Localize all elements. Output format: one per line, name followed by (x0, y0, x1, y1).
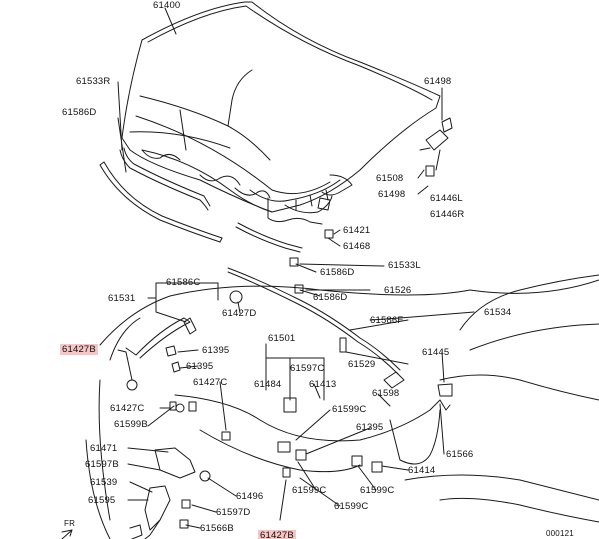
label-61529[interactable]: 61529 (348, 359, 376, 370)
label-61413[interactable]: 61413 (309, 379, 337, 390)
label-61395-b[interactable]: 61395 (186, 361, 214, 372)
label-61508[interactable]: 61508 (376, 173, 404, 184)
label-61501[interactable]: 61501 (268, 333, 296, 344)
label-61395[interactable]: 61395 (202, 345, 230, 356)
label-61599c-d[interactable]: 61599C (334, 501, 369, 512)
label-61597c[interactable]: 61597C (290, 363, 325, 374)
label-61597b[interactable]: 61597B (85, 459, 119, 470)
label-61427b-highlight-bottom[interactable]: 61427B (258, 530, 296, 539)
label-61586c[interactable]: 61586C (166, 277, 201, 288)
label-61400[interactable]: 61400 (153, 0, 181, 11)
label-61526[interactable]: 61526 (384, 285, 412, 296)
label-61586d-c[interactable]: 61586D (313, 292, 348, 303)
label-61498[interactable]: 61498 (424, 76, 452, 87)
label-61395-c[interactable]: 61395 (356, 422, 384, 433)
label-61445[interactable]: 61445 (422, 347, 450, 358)
front-indicator: FR (64, 519, 76, 528)
label-61446l[interactable]: 61446L (430, 193, 463, 204)
label-61484[interactable]: 61484 (254, 379, 282, 390)
label-61427c[interactable]: 61427C (193, 377, 228, 388)
label-61468[interactable]: 61468 (343, 241, 371, 252)
label-61427c-b[interactable]: 61427C (110, 403, 145, 414)
label-61586d[interactable]: 61586D (62, 107, 97, 118)
label-61533r[interactable]: 61533R (76, 76, 111, 87)
label-61531[interactable]: 61531 (108, 293, 136, 304)
label-61471[interactable]: 61471 (90, 443, 118, 454)
label-61533l[interactable]: 61533L (388, 260, 421, 271)
label-61599c[interactable]: 61599C (332, 404, 367, 415)
label-61599c-b[interactable]: 61599C (292, 485, 327, 496)
hood-panel-61400 (121, 1, 441, 225)
label-61421[interactable]: 61421 (343, 225, 371, 236)
label-61446r[interactable]: 61446R (430, 209, 465, 220)
label-61427b-highlight[interactable]: 61427B (60, 344, 98, 355)
label-61599c-c[interactable]: 61599C (360, 485, 395, 496)
label-61534[interactable]: 61534 (484, 307, 512, 318)
label-61599b[interactable]: 61599B (114, 419, 148, 430)
label-61427d[interactable]: 61427D (222, 308, 257, 319)
label-61414[interactable]: 61414 (408, 465, 436, 476)
label-61566[interactable]: 61566 (446, 449, 474, 460)
diagram-code: 000121 (546, 529, 574, 538)
label-61496[interactable]: 61496 (236, 491, 264, 502)
label-61586d-b[interactable]: 61586D (320, 267, 355, 278)
label-61586f[interactable]: 61586F (370, 315, 404, 326)
label-61566b[interactable]: 61566B (200, 523, 234, 534)
label-61595[interactable]: 61595 (88, 495, 116, 506)
label-61597d[interactable]: 61597D (216, 507, 251, 518)
label-61598[interactable]: 61598 (372, 388, 400, 399)
label-61498-b[interactable]: 61498 (378, 189, 406, 200)
label-61539[interactable]: 61539 (90, 477, 118, 488)
